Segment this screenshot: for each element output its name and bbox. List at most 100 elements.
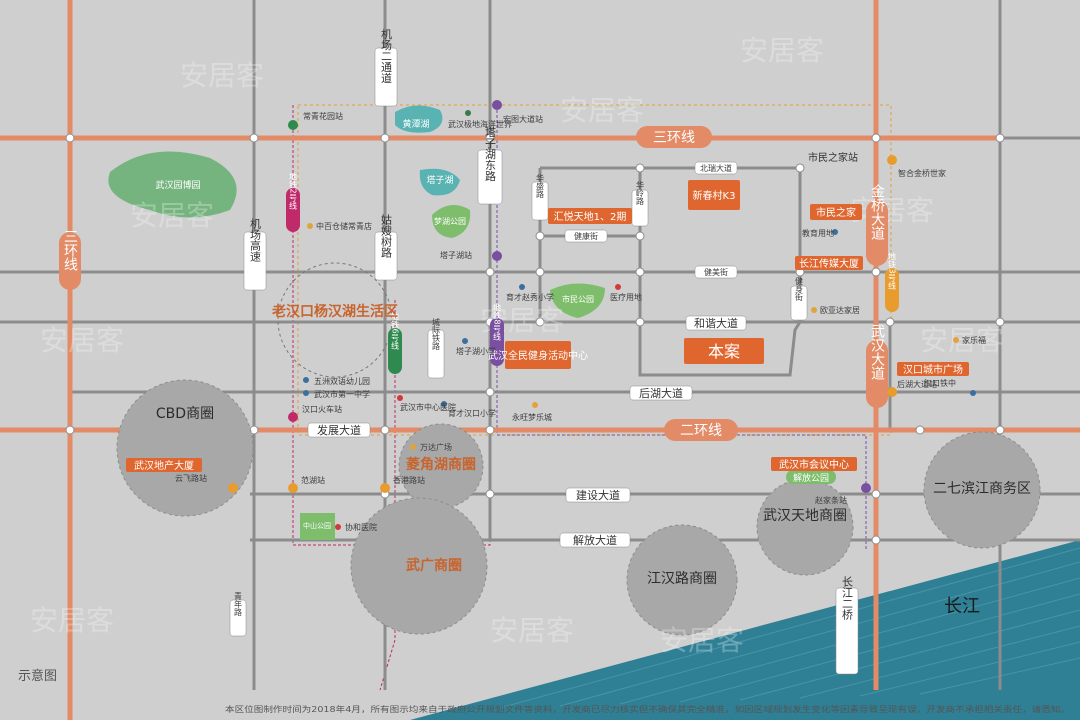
- lingjiaohu-circle: [398, 423, 484, 509]
- tag-huiyue: 汇悦天地1、2期: [554, 210, 627, 223]
- tazihu-east-label: 塔子湖东路: [484, 126, 497, 182]
- map-footer-disclaimer: 本区位图制作时间为2018年4月，所有图示均来自于政府公开规划文件等资料，开发商…: [225, 704, 1070, 714]
- changjiang2-label: 长江二桥: [841, 576, 854, 621]
- poi-yucai-hk: 育才汉口小学: [448, 408, 496, 418]
- shimin-park-shape: [550, 283, 605, 318]
- laohankou-circle: [277, 262, 393, 378]
- metro-line3-label: 地铁3号线: [888, 251, 897, 289]
- tag-dichan: 武汉地产大厦: [134, 459, 194, 472]
- ring-third-left-label: 三环线: [62, 229, 78, 271]
- fazhan-label: 发展大道: [317, 423, 361, 437]
- district-wuguang: 武广商圈: [406, 557, 462, 574]
- station-houhu: 后湖大道站: [897, 379, 937, 389]
- station-changqing: 常青花园站: [303, 111, 343, 121]
- ring-second-label: 二环线: [680, 423, 722, 439]
- poi-xiehe: 协和医院: [345, 522, 377, 532]
- metro-line2-badge: [286, 188, 300, 232]
- jichang2-label: 机场二通道: [380, 27, 393, 83]
- poi-yiliao: 医疗用地: [610, 292, 642, 302]
- tiandi-circle: [756, 478, 854, 576]
- ring-second-badge: [664, 419, 738, 441]
- station-fanhu: 范湖站: [301, 475, 325, 485]
- svg-text:安居客: 安居客: [30, 604, 114, 637]
- svg-text:安居客: 安居客: [130, 199, 214, 232]
- poi-zhongxin-yy: 武汉市中心医院: [400, 402, 456, 412]
- poi-yongwang: 永旺梦乐城: [512, 412, 552, 422]
- poi-zhongbai: 中百仓储常青店: [316, 221, 372, 231]
- ring-third-top-label: 三环线: [653, 130, 695, 146]
- qingnian-label: 青年路: [234, 591, 243, 616]
- map-caption: 示意图: [18, 668, 57, 684]
- park-shimin: 市民公园: [562, 294, 594, 304]
- tag-changjiang-media: 长江传媒大厦: [799, 257, 859, 270]
- district-laohankou: 老汉口杨汉湖生活区: [272, 303, 398, 320]
- hualing-label: 华岭路: [636, 180, 645, 205]
- park-menghu: 梦湖公园: [434, 217, 466, 226]
- station-hongtu: 宏图大道站: [503, 114, 543, 124]
- tag-xinchun: 新春村K3: [693, 189, 736, 202]
- station-yunfei: 云飞路站: [175, 473, 207, 483]
- park-huangtan: 黄潭湖: [402, 118, 429, 130]
- menghu-park-shape: [432, 205, 471, 238]
- svg-text:安居客: 安居客: [490, 614, 574, 647]
- metro-line8-label: 地铁8号线: [493, 302, 502, 340]
- metro-line8-badge: [490, 318, 504, 366]
- poi-wanda: 万达广场: [420, 442, 452, 452]
- metro-line6-route: [379, 300, 396, 691]
- jianghanlu-circle: [626, 524, 738, 636]
- ring-third-left-badge: [59, 232, 81, 290]
- jiefang-park-shape: [786, 470, 836, 484]
- intersection-dots: [65, 133, 1005, 545]
- wuguang-circle: [350, 497, 488, 635]
- park-tazihu: 塔子湖: [426, 174, 453, 186]
- tag-hankou-city: 汉口城市广场: [903, 363, 963, 376]
- poi-diyi: 武汉市第一中学: [314, 389, 370, 399]
- station-markers: [228, 100, 897, 493]
- road-label-boxes: [229, 47, 859, 675]
- poi-hankou-tiezhong: 汉口铁中: [924, 378, 956, 388]
- ring-third-top-badge: [636, 126, 712, 148]
- district-circles: [116, 379, 1041, 636]
- jichang-gaosu-label: 机场高速: [249, 217, 262, 262]
- poi-jinqiao-world: 武汉极地海洋世界: [448, 119, 512, 129]
- svg-text:安居客: 安居客: [560, 94, 644, 127]
- station-zhaojiatiao: 赵家条站: [815, 495, 847, 505]
- yangtze-river: [410, 540, 1080, 720]
- tazihu-lake-shape: [419, 168, 460, 196]
- wuhan-avenue-badge: [866, 340, 888, 408]
- jiefang-label: 解放大道: [573, 533, 617, 547]
- watermarks: 安居客 安居客 安居客 安居客 安居客 安居客 安居客 安居客 安居客 安居客 …: [30, 34, 1004, 657]
- jiankang-label: 健康街: [574, 231, 598, 241]
- svg-text:安居客: 安居客: [660, 624, 744, 657]
- chengji-label: 城际铁路: [432, 318, 441, 350]
- district-cbd: CBD商圈: [156, 406, 214, 422]
- jianshe-label: 建设大道: [576, 488, 620, 502]
- poi-zhizhong: 智合金桥世家: [898, 168, 946, 178]
- houhu-label: 后湖大道: [639, 386, 683, 400]
- poi-icons: [303, 110, 976, 530]
- svg-text:安居客: 安居客: [740, 34, 824, 67]
- poi-jialefu: 家乐福: [962, 335, 986, 345]
- park-zhongshan: 中山公园: [303, 521, 331, 530]
- park-jiefang: 解放公园: [793, 472, 829, 484]
- changjiang-label: 长江: [944, 596, 980, 617]
- svg-text:安居客: 安居客: [850, 194, 934, 227]
- huasheng-label: 华盛路: [536, 173, 545, 198]
- poi-jiaoyu: 教育用地: [802, 228, 834, 238]
- metro-line3-badge: [885, 268, 899, 312]
- beihu-label: 北瑞大道: [700, 163, 732, 173]
- poi-oushida: 欧亚达家居: [820, 305, 860, 315]
- svg-text:安居客: 安居客: [180, 59, 264, 92]
- tag-huiyi: 武汉市会议中心: [779, 458, 849, 471]
- park-yuanbo: 武汉园博园: [155, 179, 200, 191]
- district-erqi: 二七滨江商务区: [933, 481, 1031, 497]
- district-lingjiaohu: 菱角湖商圈: [406, 456, 476, 473]
- poi-tazihu-school: 塔子湖小学: [456, 346, 496, 356]
- tag-shiminzhijia: 市民之家: [816, 206, 856, 219]
- cbd-circle: [116, 379, 254, 517]
- district-tiandi: 武汉天地商圈: [763, 508, 847, 524]
- jianmei-label: 健美街: [704, 267, 728, 277]
- jinqiao-badge: [866, 200, 888, 266]
- project-loop-road: [638, 321, 802, 377]
